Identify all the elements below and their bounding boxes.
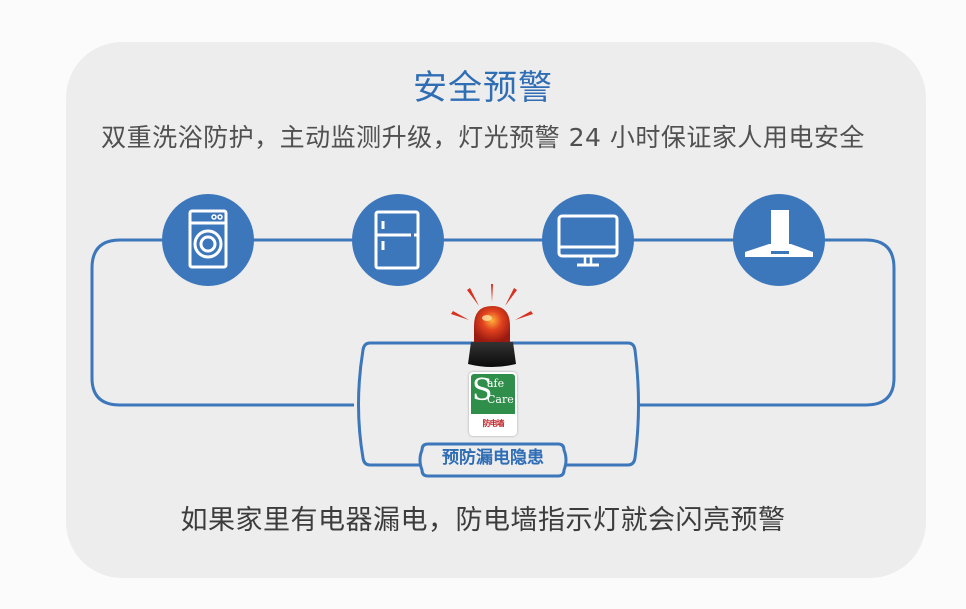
logo-chinese: 防电墙 — [482, 419, 505, 428]
logo-line1: afe — [487, 377, 505, 390]
range-hood-icon — [745, 210, 813, 257]
monitor-icon — [557, 214, 619, 267]
center-label: 预防漏电隐患 — [442, 448, 544, 468]
washing-machine-node — [162, 194, 254, 286]
subtitle: 双重洗浴防护，主动监测升级，灯光预警 24 小时保证家人用电安全 — [101, 123, 865, 152]
safecare-logo: S afe Care 防电墙 — [469, 372, 517, 436]
washing-machine-icon — [188, 209, 228, 269]
page-title: 安全预警 — [413, 68, 553, 108]
logo-line2: Care — [487, 393, 514, 406]
range-hood-node — [733, 194, 825, 286]
monitor-node — [542, 194, 634, 286]
refrigerator-node — [352, 194, 444, 286]
logo-initial: S — [472, 373, 493, 408]
refrigerator-icon — [374, 210, 420, 270]
logo-green-block — [471, 374, 515, 414]
footer-text: 如果家里有电器漏电，防电墙指示灯就会闪亮预警 — [180, 505, 786, 536]
warning-beacon-icon — [451, 284, 533, 367]
